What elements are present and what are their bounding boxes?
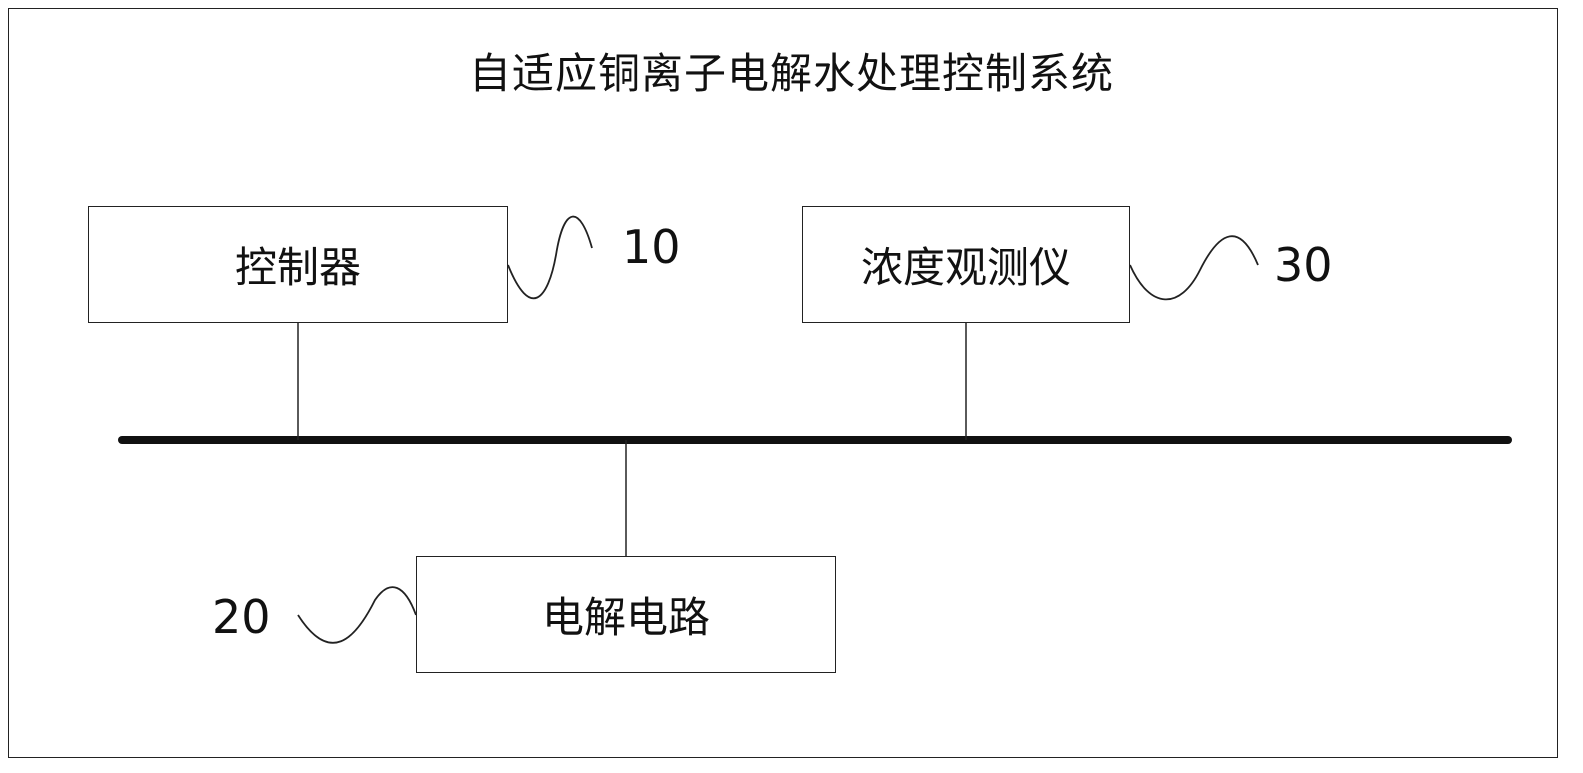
diagram-frame xyxy=(8,8,1558,758)
electrolysis-block: 电解电路 xyxy=(416,556,836,673)
controller-leader xyxy=(507,215,593,300)
diagram-title: 自适应铜离子电解水处理控制系统 xyxy=(468,49,1114,98)
controller-ref-number: 10 xyxy=(622,220,681,274)
meter-block: 浓度观测仪 xyxy=(802,206,1130,323)
controller-label: 控制器 xyxy=(234,243,361,292)
electrolysis-label: 电解电路 xyxy=(541,593,710,642)
controller-block: 控制器 xyxy=(88,206,508,323)
electrolysis-ref-number: 20 xyxy=(212,590,271,644)
meter-ref-number: 30 xyxy=(1274,238,1333,292)
meter-label: 浓度观测仪 xyxy=(860,243,1071,292)
electrolysis-leader xyxy=(297,586,417,644)
meter-leader xyxy=(1129,235,1259,301)
